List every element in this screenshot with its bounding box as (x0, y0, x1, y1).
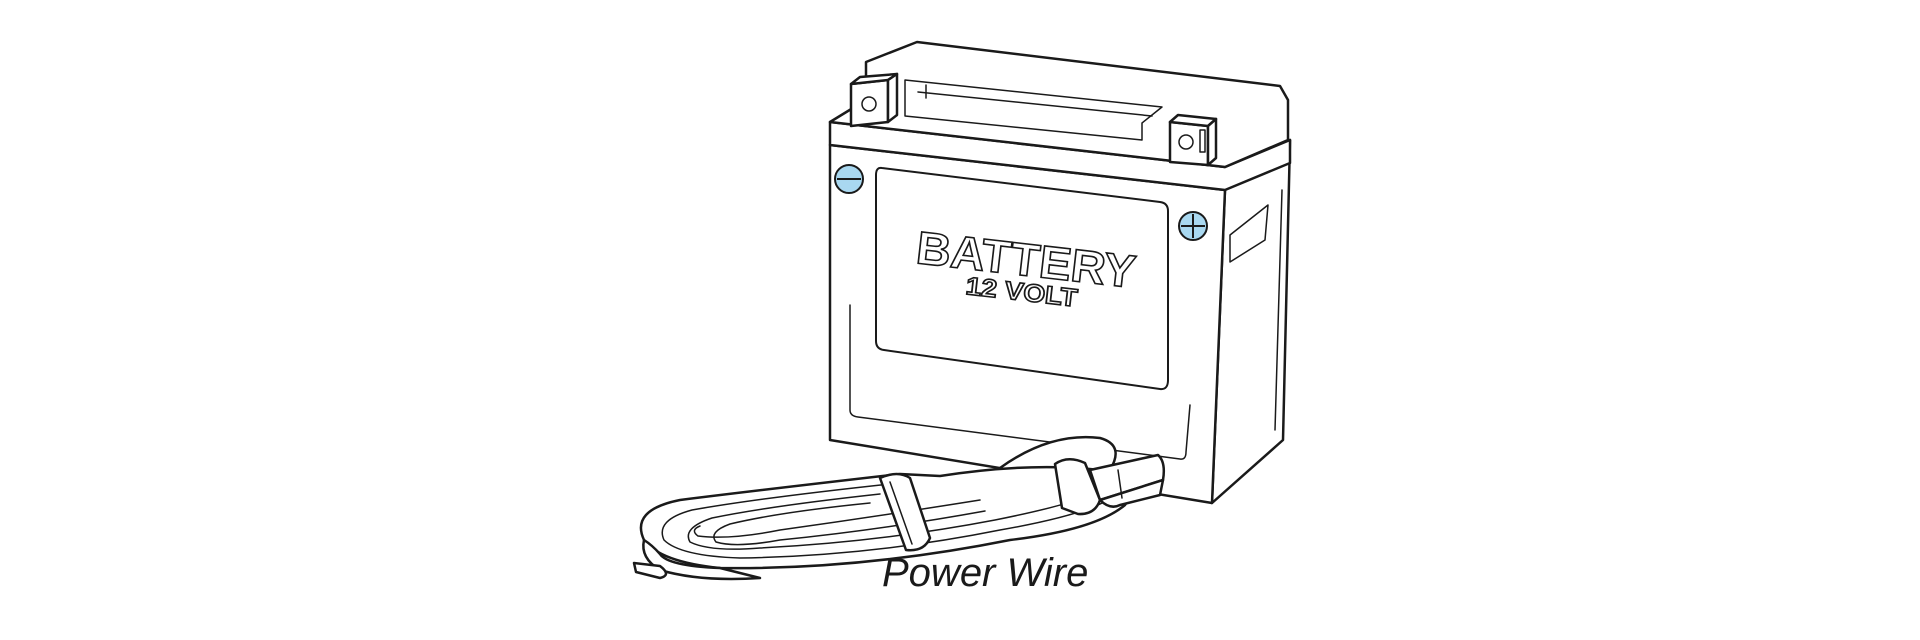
wire-strand-2 (687, 493, 1091, 550)
battery: BATTERY 12 VOLT (828, 40, 1292, 505)
plus-terminal-icon (1178, 211, 1208, 241)
wire-connector (1053, 453, 1166, 516)
power-wire (632, 435, 1166, 581)
wire-strand-3 (713, 502, 986, 546)
battery-label-panel (875, 166, 1169, 391)
side-detail (1229, 204, 1269, 263)
wire-strand-1 (661, 483, 1109, 559)
negative-terminal-post (849, 72, 899, 128)
minus-terminal-icon (834, 164, 864, 194)
power-wire-caption: Power Wire (882, 551, 1088, 595)
top-handle-inner (917, 91, 1153, 117)
side-edge (1274, 189, 1283, 431)
wire-tie-edge (889, 481, 913, 545)
wire-tie (878, 472, 932, 552)
top-handle-recess (904, 79, 1163, 141)
positive-terminal-post (1168, 113, 1218, 167)
front-rim (849, 304, 1191, 460)
wire-end (632, 561, 668, 580)
